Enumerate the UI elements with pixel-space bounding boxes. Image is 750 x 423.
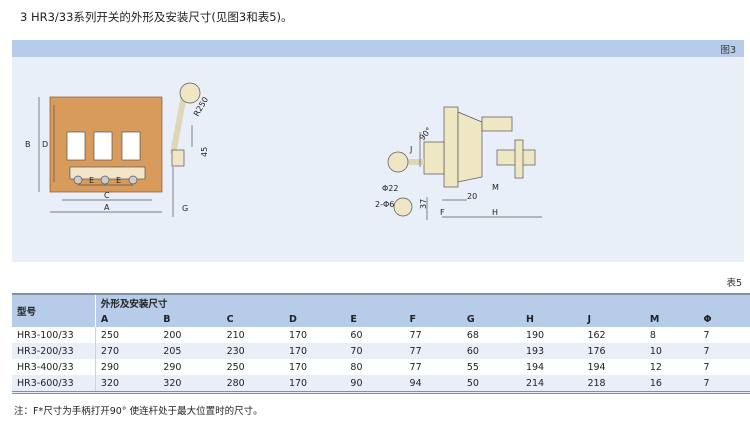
value-cell: 10 [644,343,699,359]
column-header: B [158,311,222,327]
value-cell: 170 [283,343,346,359]
table-label: 表5 [726,278,742,289]
value-cell: 320 [158,375,222,394]
value-cell: 60 [350,329,363,341]
value-cell: 230 [221,343,284,359]
column-header: J [582,311,645,327]
column-header: C [221,311,284,327]
value-cell: 190 [525,329,545,341]
dim-E1: E [89,176,94,185]
value-cell: 250 [226,361,245,373]
value-cell: 7 [703,329,710,341]
section-heading: 3 HR3/33系列开关的外形及安装尺寸(见图3和表5)。 [20,10,293,24]
table-row: HR3-400/33 290 290 250 170 80 77 55 194 194 12 7 [12,359,750,375]
dim-H: H [492,208,498,217]
value-cell: 70 [345,343,405,359]
value-cell: 250 [94,327,159,343]
value-cell: 77 [409,329,422,341]
value-cell: 7 [698,375,750,394]
figure-panel: B D E E C A G R250 45 J 90° Φ22 2-Φ6 37 … [12,57,744,262]
dim-A: A [104,203,110,212]
value-cell: 320 [94,375,159,394]
value-cell: 60 [461,343,521,359]
value-cell: 77 [409,361,422,373]
value-cell: 7 [703,361,710,373]
column-header: Φ [698,311,750,327]
value-cell: 80 [350,361,363,373]
value-cell: 290 [163,361,182,373]
value-cell: 68 [466,329,479,341]
figure-header-band: 图3 [12,40,744,57]
dim-E2: E [116,176,121,185]
value-cell: 77 [404,343,462,359]
value-cell: 194 [587,361,606,373]
dim-20: 20 [467,192,477,201]
dim-45: 45 [200,147,209,157]
dim-2phi6: 2-Φ6 [375,200,394,209]
value-cell: 176 [582,343,645,359]
value-cell: 12 [649,361,662,373]
table-row: HR3-100/33 250 200 210 170 60 77 68 190 162 8 7 [12,327,750,343]
dim-C: C [104,191,110,200]
dimension-drawing: B D E E C A G R250 45 J 90° Φ22 2-Φ6 37 … [25,82,542,220]
side-view [387,106,542,220]
value-cell: 290 [94,359,159,375]
value-cell: 205 [158,343,222,359]
value-cell: 194 [525,361,545,373]
footnote: 注：F*尺寸为手柄打开90° 使连杆处于最大位置时的尺寸。 [14,406,263,417]
figure-label: 图3 [720,45,736,56]
dim-D: D [42,140,48,149]
value-cell: 270 [94,343,159,359]
value-cell: 16 [644,375,699,394]
model-cell: HR3-400/33 [17,361,74,373]
value-cell: 214 [520,375,583,394]
dim-B: B [25,140,31,149]
value-cell: 170 [288,361,308,373]
dim-G: G [182,204,188,213]
value-cell: 50 [461,375,521,394]
column-header: E [345,311,405,327]
value-cell: 200 [163,329,182,341]
model-cell: HR3-100/33 [17,329,74,341]
front-view [38,82,201,217]
model-cell: HR3-600/33 [12,375,96,394]
column-header: F [404,311,462,327]
group-header: 外形及安装尺寸 [94,294,750,311]
value-cell: 193 [520,343,583,359]
dim-M: M [492,183,499,192]
column-header: G [461,311,521,327]
dim-F: F [440,208,445,217]
value-cell: 280 [221,375,284,394]
value-cell: 55 [466,361,479,373]
value-cell: 210 [226,329,245,341]
column-header: A [94,311,159,327]
dim-90deg: 90° [418,126,434,143]
dim-phi22: Φ22 [382,184,398,193]
value-cell: 162 [587,329,606,341]
value-cell: 170 [283,375,346,394]
column-header: D [283,311,346,327]
column-header: H [520,311,583,327]
value-cell: 8 [649,329,656,341]
dim-J: J [409,145,412,154]
value-cell: 170 [288,329,308,341]
column-header: M [644,311,699,327]
model-header: 型号 [12,294,96,327]
value-cell: 90 [345,375,405,394]
model-cell: HR3-200/33 [12,343,96,359]
dim-37: 37 [419,199,428,209]
value-cell: 7 [698,343,750,359]
value-cell: 218 [582,375,645,394]
value-cell: 94 [404,375,462,394]
